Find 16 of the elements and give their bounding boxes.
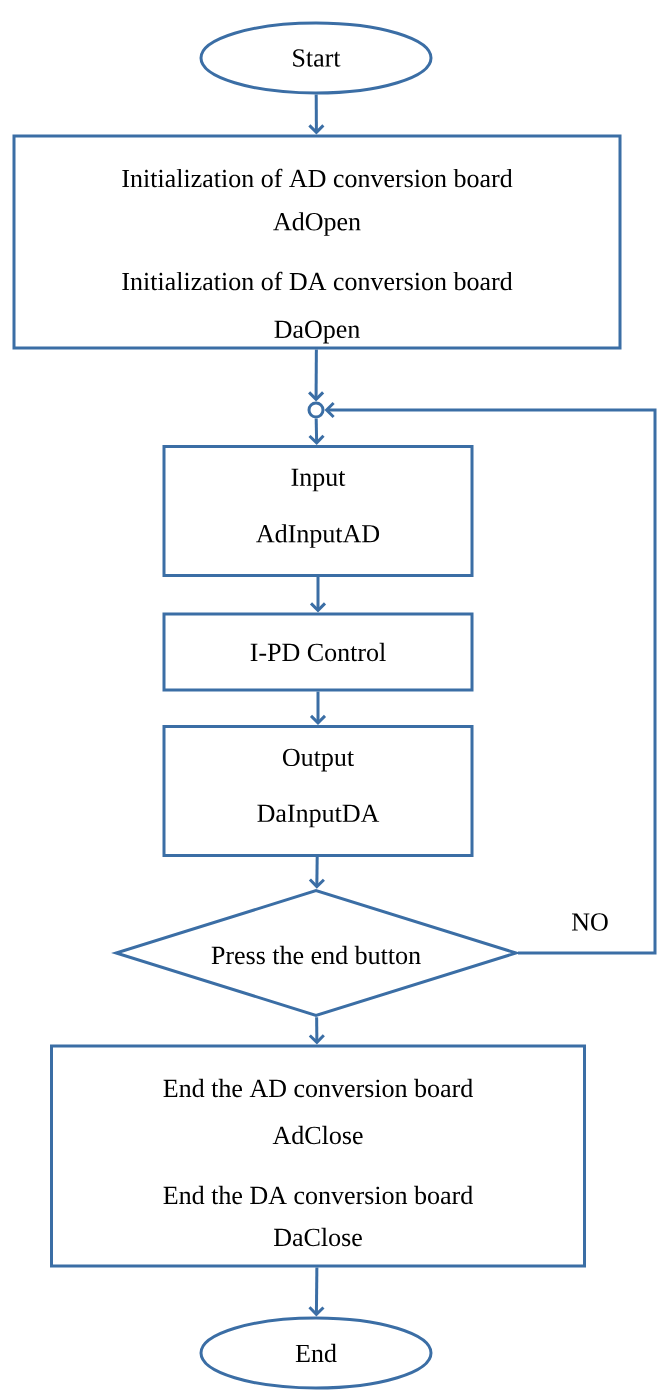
arrow (309, 577, 327, 613)
process-box: Input AdInputAD (162, 445, 474, 577)
arrow (308, 418, 325, 445)
arrow (308, 857, 325, 889)
arrow (324, 401, 657, 955)
arrow (308, 94, 325, 135)
process-box: End the AD conversion board AdClose End the DA conversion board DaClose (50, 1044, 586, 1268)
arrow (308, 349, 325, 402)
junction-circle (307, 401, 325, 419)
process-box: Output DaInputDA (162, 725, 474, 857)
arrow (309, 691, 327, 725)
arrow (308, 1267, 325, 1317)
process-box: Initialization of AD conversion board AdOpen Initialization of DA conversion board DaOpen (12, 134, 622, 350)
process-box: I-PD Control (162, 612, 474, 692)
edge-label: NO (572, 913, 608, 931)
arrow (308, 1017, 325, 1045)
